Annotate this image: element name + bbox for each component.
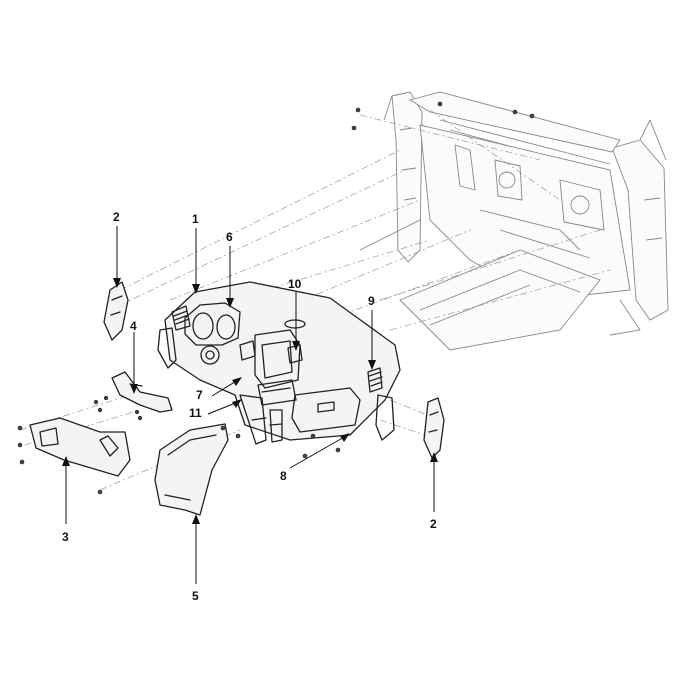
callout-10: 10 <box>288 277 302 291</box>
callout-9: 9 <box>368 294 375 308</box>
callout-7: 7 <box>196 388 203 402</box>
leader-lines <box>62 226 438 584</box>
screws <box>17 101 535 495</box>
callout-2-right: 2 <box>430 517 437 531</box>
center-fascia-bracket <box>257 379 297 406</box>
callout-4: 4 <box>130 319 137 333</box>
callout-11: 11 <box>189 406 202 420</box>
callout-2-left: 2 <box>113 210 120 224</box>
vehicle-body-frame <box>359 91 669 351</box>
crash-pad-main <box>157 281 401 445</box>
callout-6: 6 <box>226 230 233 244</box>
lower-bracket <box>111 371 173 413</box>
callout-5: 5 <box>192 589 199 603</box>
console-side-cover <box>154 423 229 516</box>
side-cover-right <box>423 397 445 459</box>
callout-1: 1 <box>192 212 199 226</box>
callout-3: 3 <box>62 530 69 544</box>
lower-crash-pad-panel <box>29 417 131 477</box>
callout-8: 8 <box>280 469 287 483</box>
callout-labels: 1 2 2 3 4 5 6 7 8 9 10 11 <box>62 210 437 603</box>
side-cover-left <box>103 281 129 341</box>
